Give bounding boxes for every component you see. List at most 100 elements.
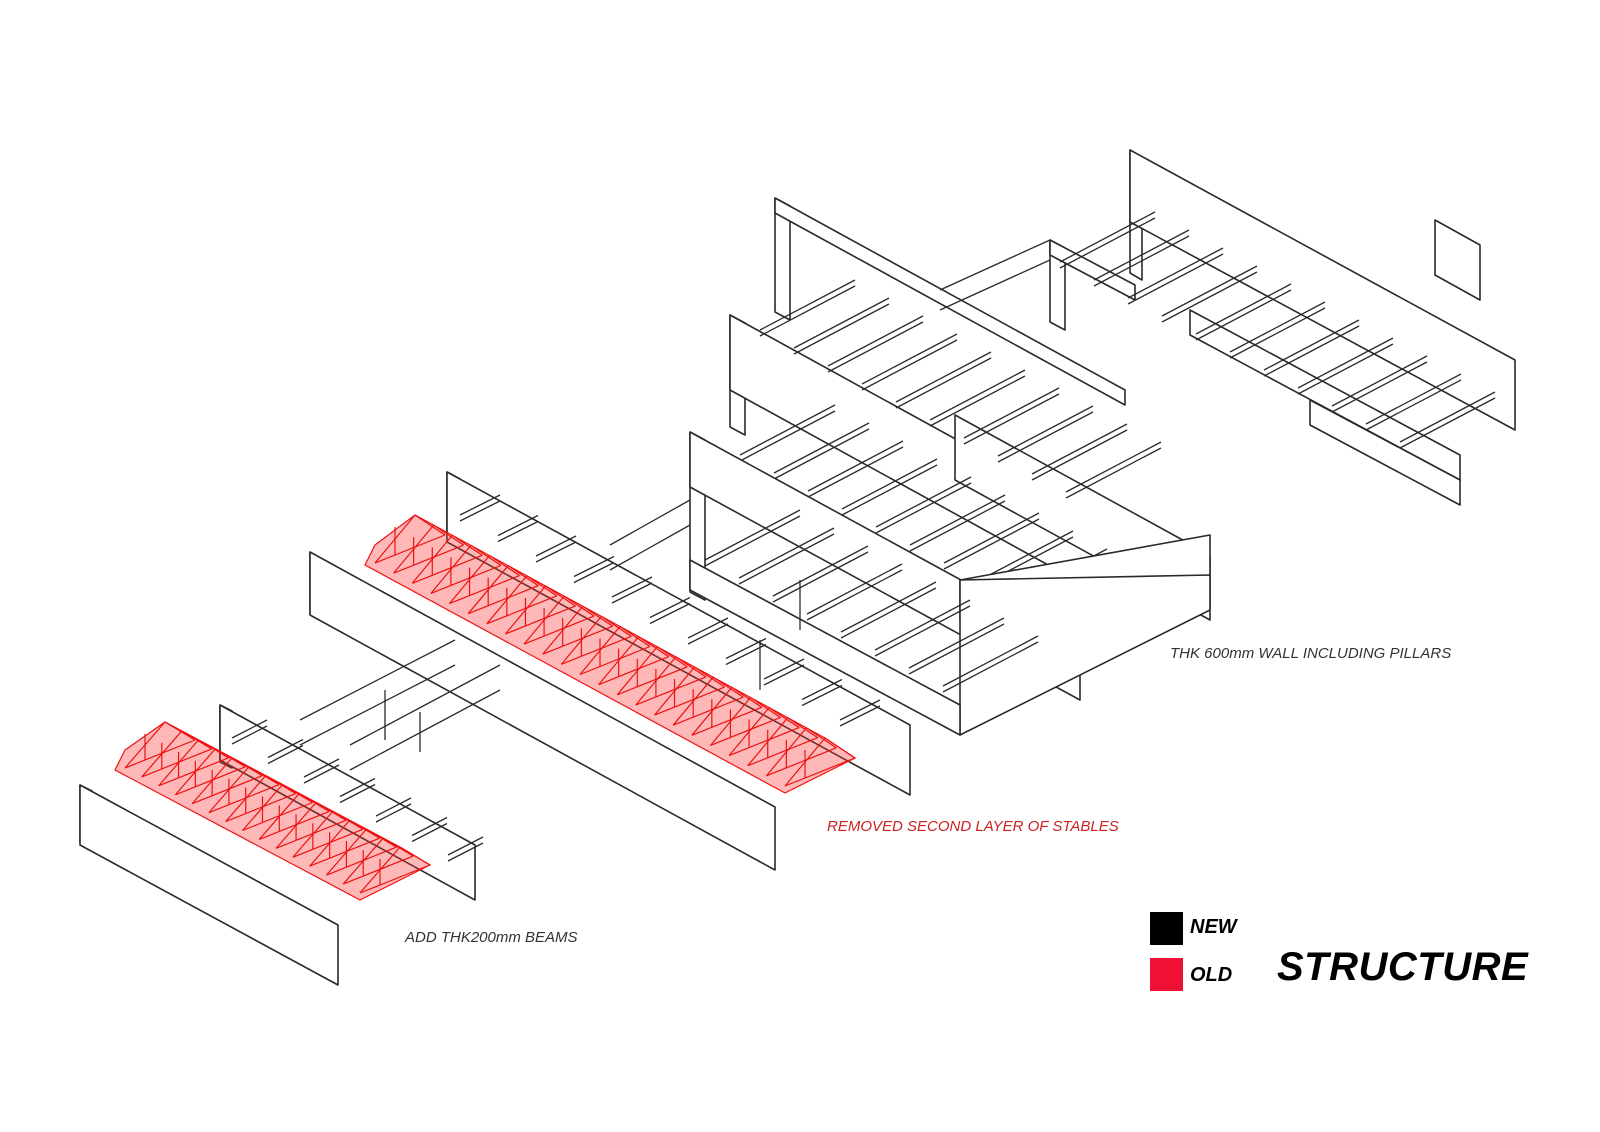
beam-line (497, 514, 539, 537)
beam-line (875, 476, 972, 528)
beam-line (772, 551, 869, 603)
beam-line (1031, 429, 1128, 481)
beam-line (841, 464, 938, 516)
old-truss-rafter (656, 646, 688, 668)
beam-line (895, 357, 992, 409)
beam-line (375, 797, 412, 817)
beam-line (303, 764, 340, 784)
legend-old-label: OLD (1190, 964, 1233, 986)
old-truss-tie (275, 819, 347, 849)
beam-line (963, 387, 1060, 439)
old-truss-tie (672, 696, 744, 726)
beam-line (725, 637, 767, 660)
beam-line (1059, 211, 1156, 263)
beam-line (303, 758, 340, 778)
connector-beams (299, 239, 1051, 771)
wall-thickness-annotation: THK 600mm WALL INCLUDING PILLARS (1170, 645, 1452, 662)
old-truss-tie (784, 757, 856, 787)
old-truss-rafter (382, 837, 414, 857)
beam-line (929, 369, 1026, 421)
old-truss-rafter (332, 810, 364, 830)
beam-line (997, 411, 1094, 463)
old-truss-tie (309, 837, 380, 867)
beam-line (875, 482, 972, 534)
beam-line (535, 541, 577, 563)
old-truss-tie (242, 801, 313, 832)
old-truss-rafter (489, 555, 520, 577)
beam-line (1263, 325, 1360, 377)
old-truss-rafter (750, 696, 781, 718)
beam-line (1229, 307, 1326, 359)
beam-line (1127, 247, 1224, 299)
old-truss-tie (412, 554, 483, 584)
beam-line (793, 297, 890, 349)
old-truss-tie (191, 775, 263, 805)
building-center (689, 431, 1211, 736)
beam-line (573, 555, 615, 578)
beam-line (1065, 447, 1162, 499)
wall-bottom (689, 559, 961, 736)
beam-line (1399, 391, 1496, 443)
beam-line (725, 643, 767, 666)
beam-line (763, 664, 805, 686)
legend-new-label: NEW (1190, 916, 1237, 938)
beam-line (739, 410, 836, 462)
beam-line (738, 527, 835, 579)
beam-line (840, 581, 937, 633)
legend-new-swatch (1150, 912, 1183, 945)
beam-line (943, 512, 1040, 564)
beam-line (997, 405, 1094, 457)
old-truss-tie (691, 706, 763, 736)
old-truss-tie (141, 748, 213, 778)
beam-line (447, 842, 484, 862)
old-truss-rafter (451, 534, 483, 556)
beam-line (459, 500, 501, 522)
beams-annotation: ADD THK200mm BEAMS (405, 929, 578, 946)
old-truss-rafter (806, 727, 837, 749)
old-truss-rafter (470, 544, 502, 566)
beam-line (1331, 355, 1428, 407)
old-truss-rafter (181, 730, 213, 750)
old-truss-rafter (601, 615, 632, 637)
beam-line (943, 518, 1040, 570)
old-truss-tie (747, 737, 818, 767)
beam-line (649, 602, 691, 625)
legend-old-swatch (1150, 958, 1183, 991)
beam-line (611, 582, 653, 604)
connector-beam (939, 239, 1051, 291)
beam-line (773, 422, 870, 474)
old-truss-rafter (694, 666, 725, 688)
beam-line (763, 658, 805, 680)
beam-line (772, 545, 869, 597)
old-truss-tie (124, 739, 196, 769)
wall-long-back (446, 471, 911, 796)
old-truss-tie (598, 656, 669, 686)
old-truss-tie (342, 855, 414, 885)
beam-line (909, 494, 1006, 546)
beam-line (1127, 253, 1224, 305)
beam-line (1365, 379, 1462, 431)
beam-line (704, 515, 801, 567)
beam-group (704, 509, 1039, 693)
beam-line (573, 561, 615, 584)
beam-line (861, 333, 958, 385)
beam-group (231, 719, 484, 862)
beam-line (497, 520, 539, 543)
beam-line (704, 509, 801, 561)
old-truss-tie (635, 676, 707, 706)
beam-line (1399, 397, 1496, 449)
beam-line (687, 623, 729, 645)
wall-base (1309, 399, 1461, 506)
wall-short (1434, 219, 1481, 301)
beam-line (929, 375, 1026, 427)
old-truss-rafter (282, 783, 313, 804)
old-truss-tie (505, 605, 576, 635)
beam-line (840, 587, 937, 639)
beam-line (1059, 217, 1156, 269)
beam-line (807, 440, 904, 492)
beam-line (861, 339, 958, 391)
beam-line (773, 428, 870, 480)
old-truss-rafter (298, 792, 330, 812)
old-truss-tie (617, 666, 688, 696)
